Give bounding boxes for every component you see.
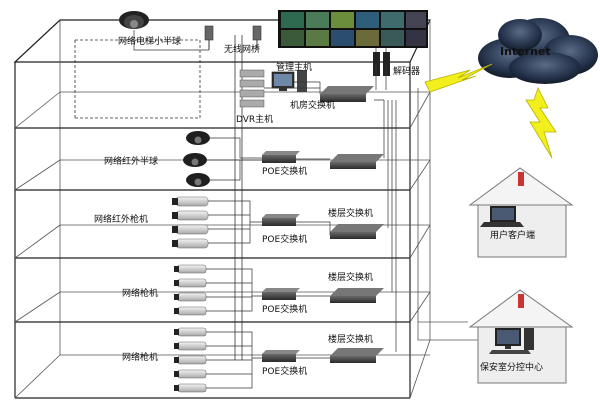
floor-switch-1-icon xyxy=(330,224,384,239)
label-floor-switch-3: 楼层交换机 xyxy=(328,333,373,345)
floor-switch-3-icon xyxy=(330,348,384,363)
label-bullet-1: 网络枪机 xyxy=(122,287,158,299)
bullet-camera xyxy=(174,306,207,316)
label-elevator-dome: 网络电梯小半球 xyxy=(118,35,181,47)
lightning-bolt-icon xyxy=(424,63,493,93)
label-security-center: 保安室分控中心 xyxy=(480,361,543,373)
bullet-camera xyxy=(174,327,207,337)
bullet-camera xyxy=(174,264,207,274)
mgmt-host-icon xyxy=(271,70,307,92)
bullet-camera xyxy=(174,278,207,288)
label-internet: Internet xyxy=(500,45,551,58)
label-poe-1: POE交换机 xyxy=(262,165,307,177)
label-floor-switch-2: 楼层交换机 xyxy=(328,271,373,283)
lightning-bolt-icon xyxy=(525,86,557,159)
ir-dome-camera xyxy=(183,153,207,167)
bullet-cameras-lower xyxy=(174,327,207,393)
ir-bullet-camera xyxy=(172,196,209,207)
wireless-bridge-icon xyxy=(204,25,262,50)
laptop-icon xyxy=(480,206,524,227)
label-ir-bullet: 网络红外枪机 xyxy=(94,213,148,225)
ir-bullet-camera xyxy=(172,238,209,249)
bullet-camera xyxy=(174,341,207,351)
poe-switch-1 xyxy=(262,151,300,163)
bullet-camera xyxy=(174,383,207,393)
bullet-camera xyxy=(174,369,207,379)
label-poe-4: POE交换机 xyxy=(262,365,307,377)
poe-switch-4 xyxy=(262,350,300,362)
desktop-computer-icon xyxy=(489,328,534,354)
poe-switch-3 xyxy=(262,288,300,300)
ir-dome-camera xyxy=(186,173,210,187)
elevator-dome-camera xyxy=(119,11,149,29)
label-room-switch: 机房交换机 xyxy=(290,99,335,111)
label-wireless-bridge: 无线网桥 xyxy=(224,43,260,55)
label-poe-2: POE交换机 xyxy=(262,233,307,245)
building-frame xyxy=(13,19,431,399)
floor-switch-2-icon xyxy=(330,288,384,303)
video-wall-icon xyxy=(278,10,428,48)
ir-dome-cameras xyxy=(183,131,210,187)
label-user-client: 用户客户端 xyxy=(490,229,535,241)
label-poe-3: POE交换机 xyxy=(262,303,307,315)
label-decoder: 解码器 xyxy=(393,65,420,77)
label-floor-switch-1: 楼层交换机 xyxy=(328,207,373,219)
dvr-host-icon xyxy=(239,69,265,108)
internet-cloud xyxy=(478,18,598,84)
user-client-house xyxy=(468,167,574,258)
ir-bullet-camera xyxy=(172,224,209,235)
floor-switch-top xyxy=(330,154,384,169)
decoder-icon xyxy=(373,52,390,76)
ir-bullet-cameras xyxy=(172,196,209,249)
label-bullet-2: 网络枪机 xyxy=(122,351,158,363)
ir-dome-camera xyxy=(186,131,210,145)
label-ir-dome: 网络红外半球 xyxy=(104,155,158,167)
ir-bullet-camera xyxy=(172,210,209,221)
label-dvr-host: DVR主机 xyxy=(236,113,273,125)
room-switch-icon xyxy=(320,86,374,102)
external-link-lines xyxy=(417,88,490,341)
camera-to-poe-wiring xyxy=(133,30,397,389)
bullet-camera xyxy=(174,292,207,302)
security-center-house xyxy=(468,289,574,384)
label-mgmt-host: 管理主机 xyxy=(276,61,312,73)
poe-switch-2 xyxy=(262,214,300,226)
bullet-camera xyxy=(174,355,207,365)
bullet-cameras-upper xyxy=(174,264,207,316)
